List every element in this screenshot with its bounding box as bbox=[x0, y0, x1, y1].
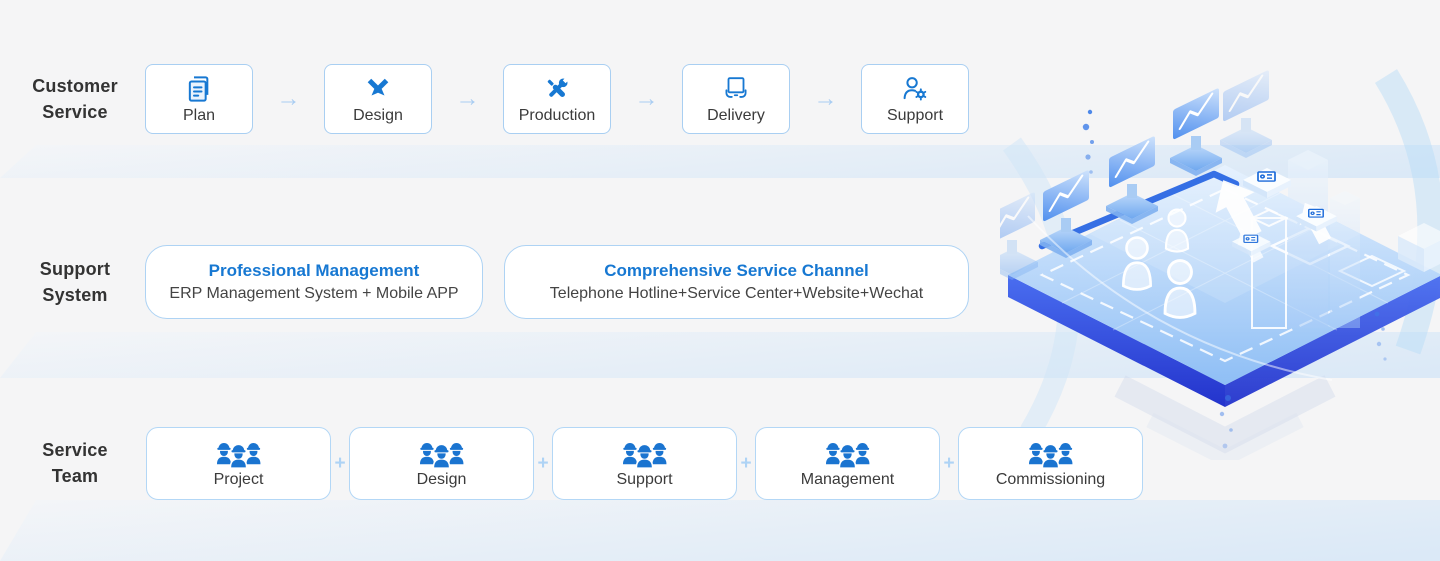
plus-connector-icon: + bbox=[740, 452, 752, 474]
support-system-row: Professional Management ERP Management S… bbox=[145, 245, 969, 319]
step-label: Plan bbox=[182, 106, 216, 124]
workers-icon bbox=[216, 439, 261, 469]
band-divider-ribbon bbox=[0, 145, 1440, 178]
team-card-management: Management bbox=[755, 427, 940, 500]
step-label: Design bbox=[353, 106, 403, 124]
document-icon bbox=[184, 74, 214, 104]
team-card-design: Design bbox=[349, 427, 534, 500]
team-card-support: Support bbox=[552, 427, 737, 500]
step-card-delivery: Delivery bbox=[682, 64, 790, 134]
step-card-support: Support bbox=[861, 64, 969, 134]
label-line: Customer bbox=[32, 76, 118, 96]
step-label: Production bbox=[518, 106, 596, 124]
section-label-service-team: Service Team bbox=[5, 437, 145, 489]
step-card-design: Design bbox=[324, 64, 432, 134]
flow-arrow-icon: → bbox=[634, 85, 659, 112]
step-card-plan: Plan bbox=[145, 64, 253, 134]
step-card-production: Production bbox=[503, 64, 611, 134]
label-line: Service bbox=[42, 440, 108, 460]
workers-icon bbox=[622, 439, 667, 469]
user-gear-icon bbox=[900, 74, 930, 104]
isometric-platform-illustration bbox=[1000, 68, 1440, 460]
team-card-project: Project bbox=[146, 427, 331, 500]
team-label: Management bbox=[800, 470, 895, 488]
team-label: Support bbox=[616, 470, 673, 488]
team-card-commissioning: Commissioning bbox=[958, 427, 1143, 500]
label-line: System bbox=[42, 285, 108, 305]
flow-arrow-icon: → bbox=[813, 85, 838, 112]
step-label: Support bbox=[886, 106, 944, 124]
customer-service-flow: Plan → Design → bbox=[145, 64, 969, 134]
card-title: Professional Management bbox=[208, 261, 420, 280]
label-line: Support bbox=[39, 259, 111, 279]
hands-holding-box-icon bbox=[721, 74, 751, 104]
workers-icon bbox=[419, 439, 464, 469]
band-divider-ribbon bbox=[0, 500, 1440, 561]
team-label: Design bbox=[416, 470, 467, 488]
pen-pencil-icon bbox=[363, 74, 393, 104]
step-label: Delivery bbox=[707, 106, 765, 124]
card-service-channel: Comprehensive Service Channel Telephone … bbox=[504, 245, 969, 319]
flow-arrow-icon: → bbox=[455, 85, 480, 112]
plus-connector-icon: + bbox=[334, 452, 346, 474]
card-subtitle: Telephone Hotline+Service Center+Website… bbox=[549, 285, 924, 302]
flow-arrow-icon: → bbox=[276, 85, 301, 112]
band-divider-ribbon bbox=[0, 332, 1440, 378]
plus-connector-icon: + bbox=[537, 452, 549, 474]
wrench-screwdriver-icon bbox=[542, 74, 572, 104]
label-line: Service bbox=[42, 102, 108, 122]
card-title: Comprehensive Service Channel bbox=[604, 261, 869, 280]
section-label-customer-service: Customer Service bbox=[5, 73, 145, 125]
workers-icon bbox=[1028, 439, 1073, 469]
team-label: Project bbox=[213, 470, 264, 488]
plus-connector-icon: + bbox=[943, 452, 955, 474]
card-professional-management: Professional Management ERP Management S… bbox=[145, 245, 483, 319]
service-team-row: Project + Design + bbox=[146, 427, 1143, 500]
workers-icon bbox=[825, 439, 870, 469]
label-line: Team bbox=[51, 466, 99, 486]
team-label: Commissioning bbox=[995, 470, 1106, 488]
section-label-support-system: Support System bbox=[5, 256, 145, 308]
card-subtitle: ERP Management System + Mobile APP bbox=[169, 285, 459, 302]
